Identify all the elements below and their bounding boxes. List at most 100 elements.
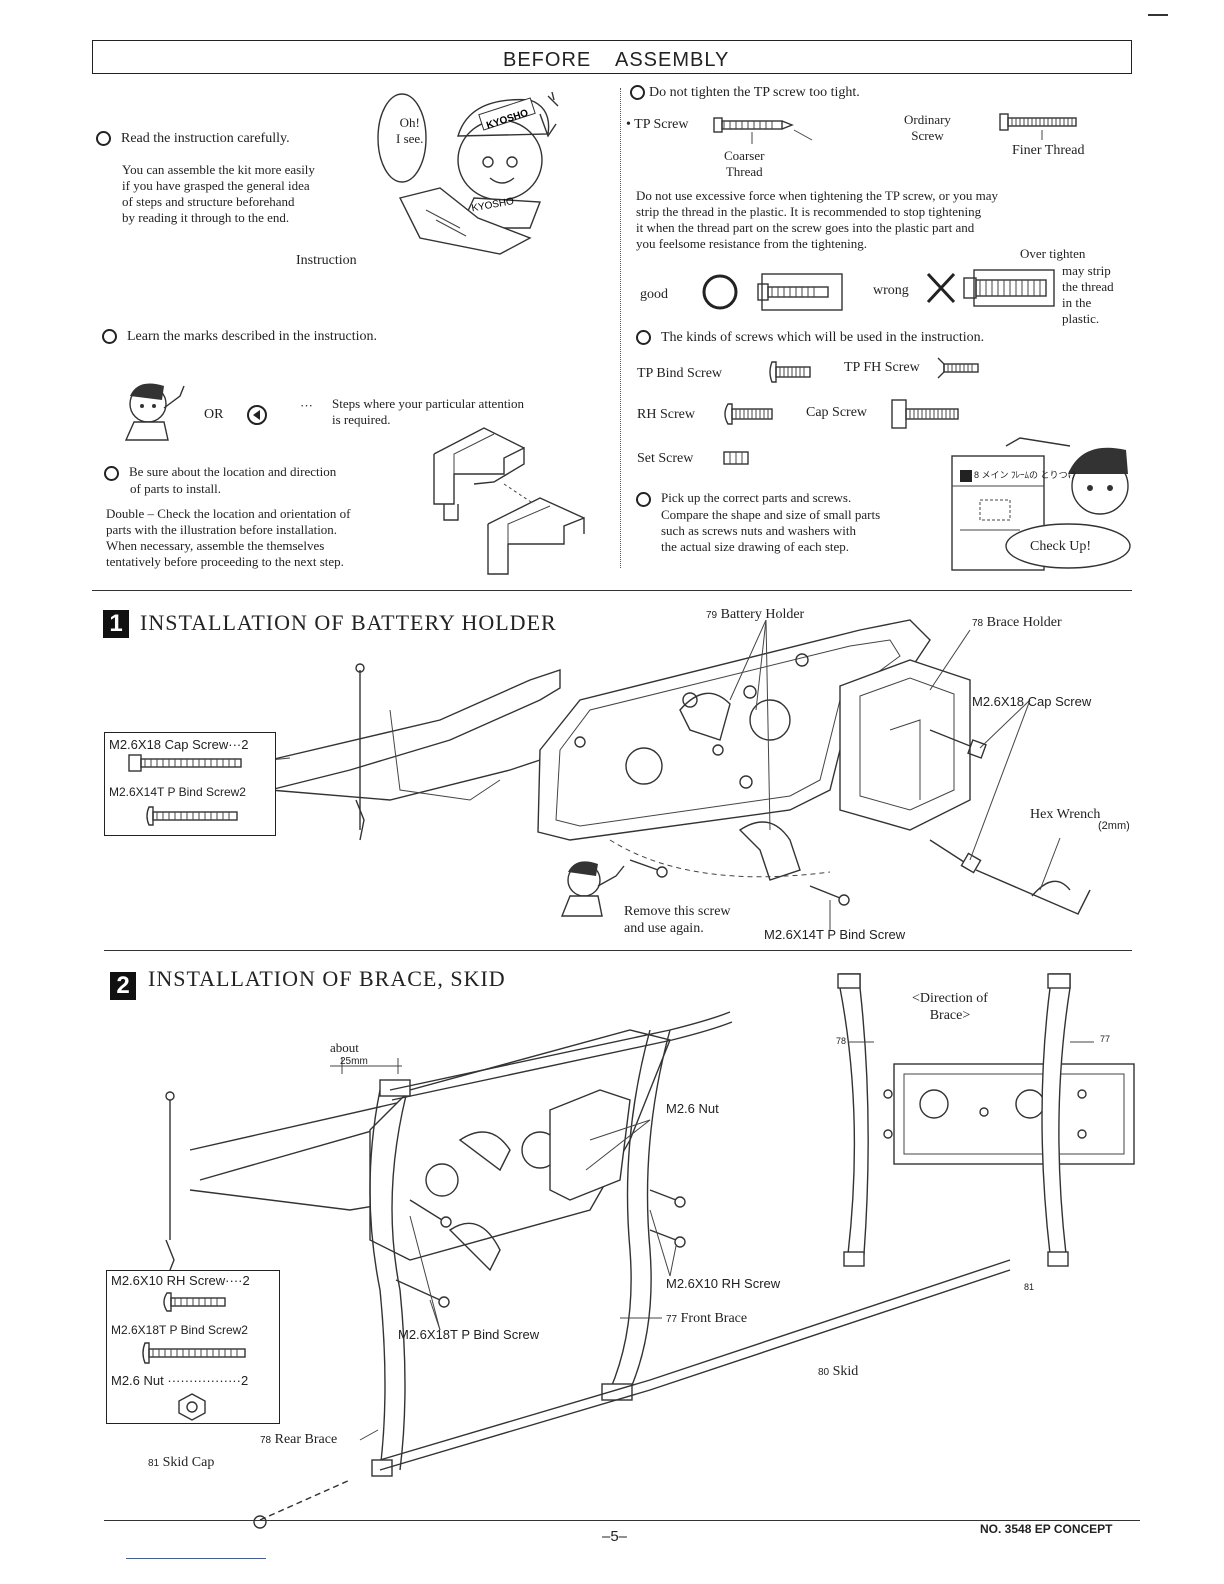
pointing-mascot-icon	[124, 383, 185, 441]
front-brace-text: Front Brace	[680, 1311, 748, 1326]
direction-of-brace-label: <Direction of Brace>	[900, 990, 1000, 1024]
set-screw-icon	[723, 451, 749, 465]
bottom-link-line	[126, 1558, 266, 1559]
section-divider	[92, 590, 1132, 591]
bind-screw-callout: M2.6X18T P Bind Screw	[398, 1327, 540, 1342]
good-screw-illustration	[702, 273, 843, 311]
over-tighten-label: Over tighten	[1020, 246, 1085, 262]
skid-text: Skid	[832, 1364, 859, 1379]
section-1-parts-box: M2.6X18 Cap Screw···2 M2.6X14T P Bind Sc…	[104, 732, 276, 836]
page-number: –5–	[602, 1528, 628, 1545]
over-line: may strip	[1062, 263, 1111, 278]
bind-screw-icon	[142, 1342, 246, 1364]
battery-holder-label: 79 Battery Holder	[706, 606, 804, 624]
column-divider	[620, 88, 622, 568]
tp-screw-icon	[713, 117, 813, 144]
rh-screw-icon	[163, 1292, 226, 1312]
over-line: Over tighten	[1020, 246, 1086, 261]
instruction-label: Instruction	[296, 253, 357, 268]
read-body-line: if you have grasped the general idea	[122, 178, 310, 193]
check-up-label: Check Up!	[1030, 539, 1092, 554]
part-qty: ····2	[225, 1273, 250, 1288]
cap-screw-icon	[891, 399, 959, 429]
part-number: 78	[260, 1435, 272, 1446]
force-line: it when the thread part on the screw goe…	[636, 220, 975, 235]
part-3-label: M2.6 Nut ·················2	[111, 1373, 248, 1389]
brace-holder-label: 78 Brace Holder	[972, 614, 1062, 632]
good-label: good	[640, 287, 668, 302]
section-divider	[104, 950, 1132, 951]
double-check-line: parts with the illustration before insta…	[106, 522, 338, 537]
part-number: 81	[148, 1458, 160, 1469]
ordinary-screw-icon	[999, 113, 1077, 140]
part-name: M2.6X18T P Bind Screw	[111, 1323, 242, 1337]
read-instruction-text: Read the instruction carefully.	[121, 131, 290, 146]
rh-screw-icon	[724, 403, 773, 425]
over-line: the thread	[1062, 279, 1114, 294]
over-line: plastic.	[1062, 311, 1100, 326]
rh-screw-callout: M2.6X10 RH Screw	[666, 1276, 781, 1291]
dont-tighten-text: Do not tighten the TP screw too tight.	[649, 85, 860, 100]
about-mm-label: 25mm	[340, 1056, 368, 1067]
battery-holder-text: Battery Holder	[720, 607, 805, 622]
over-line: in the	[1062, 295, 1092, 310]
over-tighten-note: may strip the thread in the plastic.	[1062, 263, 1114, 327]
part-1-label: M2.6X18 Cap Screw···2	[109, 737, 248, 753]
nut-icon	[178, 1393, 206, 1421]
check-up-illustration	[951, 437, 1131, 571]
read-instruction-body: You can assemble the kit more easily if …	[122, 162, 315, 226]
be-sure-item: Be sure about the location and direction…	[104, 464, 336, 497]
brace-skid-diagram	[165, 1011, 1011, 1529]
part-number: 77	[666, 1314, 678, 1325]
kinds-of-screws-item: The kinds of screws which will be used i…	[636, 329, 984, 346]
force-line: you feelsome resistance from the tighten…	[636, 236, 868, 251]
pick-line: such as screws nuts and washers with	[661, 522, 856, 538]
remove-screw-mascot-icon	[560, 861, 625, 917]
part-number: 78	[972, 618, 984, 629]
document-id: NO. 3548 EP CONCEPT	[980, 1522, 1113, 1536]
brace-direction-inset	[837, 973, 1135, 1267]
nut-callout: M2.6 Nut	[666, 1101, 719, 1116]
or-text: OR	[204, 407, 224, 422]
section-1-number: 1	[103, 610, 129, 638]
double-check-line: When necessary, assemble the themselves	[106, 538, 325, 553]
read-instruction-item: Read the instruction carefully.	[96, 130, 290, 147]
cap-screw-icon	[128, 754, 242, 772]
part-1-label: M2.6X10 RH Screw····2	[111, 1273, 250, 1289]
wrong-screw-illustration	[926, 269, 1055, 307]
orientation-bracket-illustration	[433, 427, 585, 575]
pick-line: the actual size drawing of each step.	[661, 538, 850, 554]
before-assembly-header: BEFORE ASSEMBLY	[92, 40, 1132, 74]
tp-bind-screw-icon	[769, 361, 811, 383]
circle-bullet-icon	[636, 491, 651, 507]
part-2-label: M2.6X14T P Bind Screw2	[109, 785, 246, 799]
double-check-line: Double – Check the location and orientat…	[106, 506, 351, 521]
dont-tighten-item: Do not tighten the TP screw too tight.	[630, 84, 860, 101]
part-qty: ···2	[228, 737, 249, 752]
dir-78-label: 78	[836, 1036, 847, 1046]
pick-line: Compare the shape and size of small part…	[661, 506, 881, 522]
part-qty: 2	[239, 785, 246, 799]
force-line: Do not use excessive force when tighteni…	[636, 188, 998, 203]
set-screw-label: Set Screw	[637, 451, 694, 466]
tp-screw-text: TP Screw	[634, 117, 689, 132]
coarser-line: Coarser	[724, 148, 765, 163]
remove-line: Remove this screw	[624, 904, 731, 919]
battery-holder-diagram	[269, 619, 1091, 930]
section-2-number: 2	[110, 972, 136, 1000]
hex-wrench-size: (2mm)	[1098, 820, 1130, 832]
circle-bullet-icon	[104, 465, 119, 481]
tp-screw-label: • TP Screw	[626, 117, 689, 132]
rear-brace-label: 78 Rear Brace	[260, 1431, 337, 1449]
rear-brace-text: Rear Brace	[274, 1432, 338, 1447]
cap-screw-label: Cap Screw	[806, 405, 868, 420]
brace-holder-text: Brace Holder	[986, 615, 1062, 630]
skid-label: 80 Skid	[818, 1363, 858, 1381]
finer-thread-label: Finer Thread	[1012, 143, 1085, 158]
about-label: about	[330, 1040, 359, 1055]
ordinary-line: Screw	[911, 128, 944, 143]
double-check-line: tentatively before proceeding to the nex…	[106, 554, 344, 569]
pick-parts-item: Pick up the correct parts and screws. Co…	[636, 490, 880, 555]
coarser-line: Thread	[725, 164, 763, 179]
tp-fh-screw-icon	[937, 357, 979, 379]
